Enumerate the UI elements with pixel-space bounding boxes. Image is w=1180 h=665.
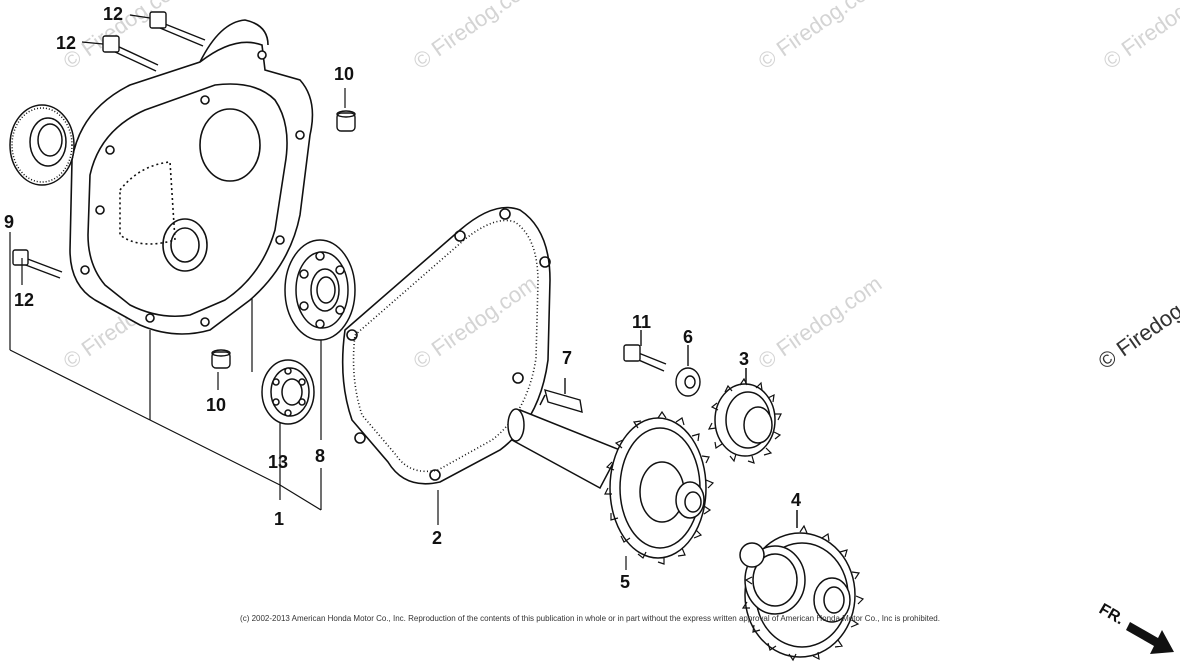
leader-lines — [21, 14, 627, 570]
small-gear — [707, 368, 782, 464]
callout-12-top: 12 — [103, 4, 123, 24]
callout-9: 9 — [4, 212, 14, 232]
gear-case-cover — [69, 19, 314, 335]
dowel-pin-top — [336, 112, 356, 132]
watermark-2: © Firedog.com — [409, 0, 542, 74]
front-arrow-icon — [1126, 622, 1174, 654]
callout-3: 3 — [739, 349, 749, 369]
oil-seal — [9, 104, 75, 186]
callout-13: 13 — [268, 452, 288, 472]
gasket — [341, 206, 551, 485]
callout-10-lower: 10 — [206, 395, 226, 415]
watermark-1: © Firedog.com — [59, 0, 192, 74]
callouts: 12 12 10 9 12 10 13 8 1 2 7 11 6 3 5 4 — [4, 4, 801, 592]
callout-6: 6 — [683, 327, 693, 347]
bearing-large — [284, 239, 356, 341]
callout-4: 4 — [791, 490, 801, 510]
flange-bolts — [12, 11, 206, 279]
callout-8: 8 — [315, 446, 325, 466]
callout-11: 11 — [632, 312, 651, 332]
callout-1: 1 — [274, 509, 284, 529]
callout-12-middle: 12 — [56, 33, 76, 53]
callout-7: 7 — [562, 348, 572, 368]
front-direction-marker: FR. — [1096, 601, 1174, 654]
watermark-7: © Firedog.com — [754, 271, 887, 374]
watermark-4: © Firedog.com — [1099, 0, 1180, 74]
dowel-pins — [211, 110, 356, 369]
watermark-3: © Firedog.com — [754, 0, 887, 74]
callout-12-lower: 12 — [14, 290, 34, 310]
counter-gear — [739, 510, 865, 662]
dowel-pin-lower — [211, 351, 231, 369]
bolt-12-middle — [102, 35, 159, 72]
watermark-6: © Firedog.com — [409, 271, 542, 374]
callout-5: 5 — [620, 572, 630, 592]
gear-teeth-5 — [604, 410, 715, 565]
bolt-12-top — [149, 11, 206, 47]
shaft-gear — [507, 394, 715, 565]
copyright-notice: (c) 2002-2013 American Honda Motor Co., … — [240, 614, 940, 623]
callout-10-top: 10 — [334, 64, 354, 84]
callout-2: 2 — [432, 528, 442, 548]
bearing-small — [261, 359, 315, 425]
key — [544, 378, 583, 413]
bolt-12-lower — [12, 249, 63, 279]
bolt-11 — [623, 330, 667, 372]
watermark-8: © Firedog.com — [1094, 271, 1180, 374]
washer — [675, 345, 701, 397]
